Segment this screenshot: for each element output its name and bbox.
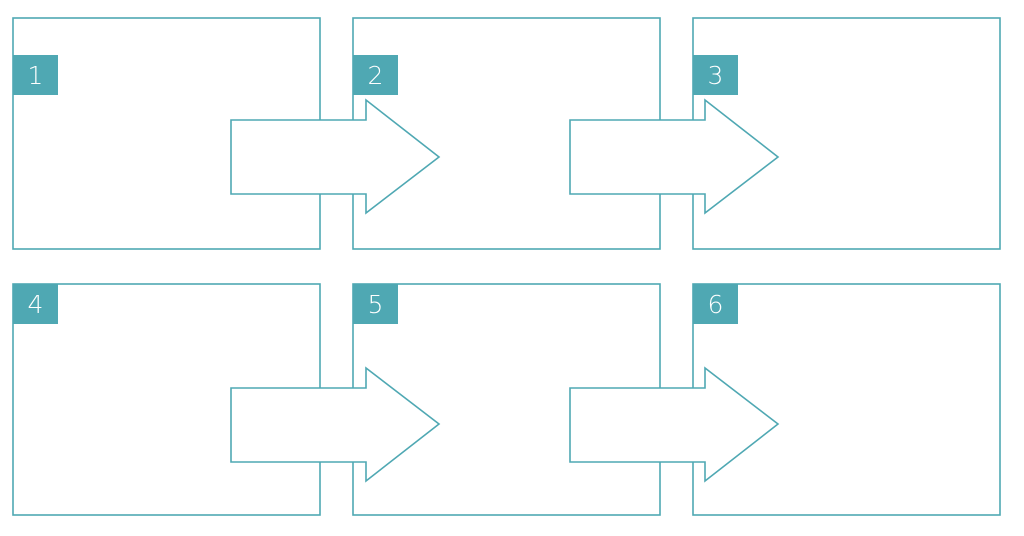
step-badge-4: 4: [13, 284, 58, 324]
step-number: 4: [28, 290, 44, 319]
step-badge-1: 1: [13, 55, 58, 95]
step-number: 1: [28, 61, 44, 90]
step-number: 3: [708, 61, 724, 90]
arrow-icon: [230, 366, 441, 483]
step-number: 2: [368, 61, 384, 90]
arrow-icon: [230, 98, 441, 215]
arrow-icon: [569, 98, 780, 215]
arrow-icon: [569, 366, 780, 483]
step-badge-5: 5: [353, 284, 398, 324]
step-number: 6: [708, 290, 724, 319]
step-badge-6: 6: [693, 284, 738, 324]
step-badge-2: 2: [353, 55, 398, 95]
step-badge-3: 3: [693, 55, 738, 95]
step-number: 5: [368, 290, 384, 319]
